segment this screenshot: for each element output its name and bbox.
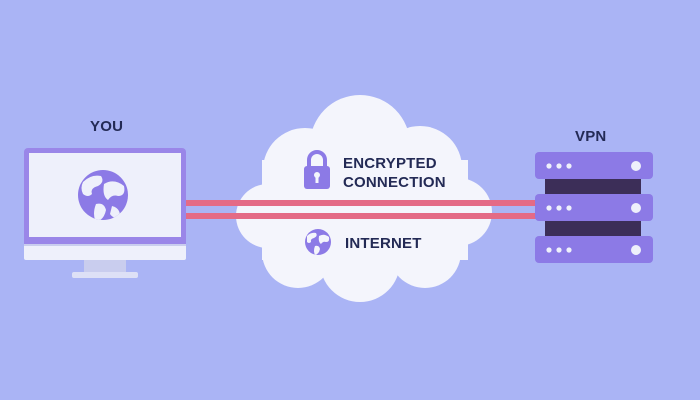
encrypted-label-line1: ENCRYPTED bbox=[343, 155, 437, 172]
server-unit-bottom bbox=[535, 236, 653, 263]
encrypted-label-line2: CONNECTION bbox=[343, 174, 446, 191]
tunnel-line-bottom bbox=[178, 213, 538, 219]
encrypted-connection-label: ENCRYPTED CONNECTION bbox=[343, 154, 463, 192]
tunnel-line-top bbox=[178, 200, 538, 206]
internet-label: INTERNET bbox=[345, 235, 422, 252]
globe-icon bbox=[78, 170, 128, 220]
server-unit-middle bbox=[535, 194, 653, 221]
globe-icon bbox=[305, 229, 331, 255]
encrypted-tunnel bbox=[178, 200, 538, 219]
internet-cloud bbox=[236, 95, 492, 302]
vpn-label: VPN bbox=[575, 128, 607, 145]
server-rack-icon bbox=[535, 152, 653, 263]
you-label: YOU bbox=[90, 118, 124, 135]
padlock-icon bbox=[304, 150, 330, 189]
server-unit-top bbox=[535, 152, 653, 179]
